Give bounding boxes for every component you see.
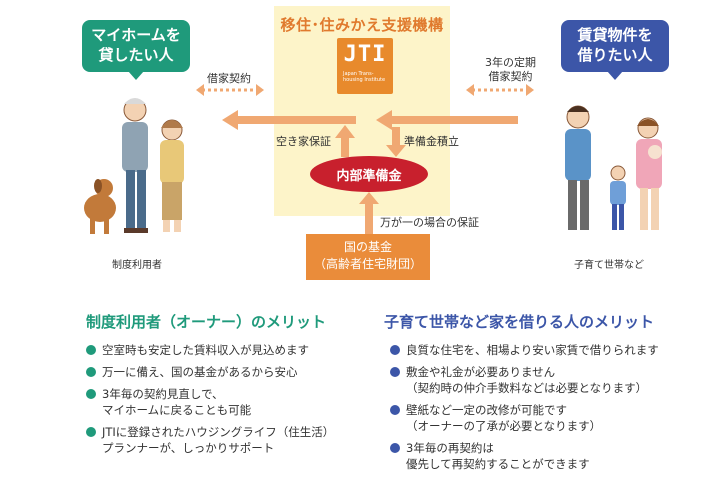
- jti-logo-text: JTI: [343, 42, 387, 67]
- payment-arrow-left: [222, 110, 356, 130]
- bullet-icon: [390, 345, 400, 355]
- merit-text: 空室時も安定した賃料収入が見込めます: [102, 343, 309, 357]
- couple-icon: [122, 98, 184, 233]
- owner-merits-title: 制度利用者（オーナー）のメリット: [86, 313, 327, 331]
- list-item: 万一に備え、国の基金があるから安心: [86, 364, 356, 380]
- national-fund-box: 国の基金 （高齢者住宅財団）: [306, 234, 430, 280]
- payment-arrow-right: [376, 110, 518, 130]
- merit-text: 壁紙など一定の改修が可能です （オーナーの了承が必要となります）: [406, 403, 602, 433]
- bullet-icon: [86, 389, 96, 399]
- owner-bubble-line2: 貸したい人: [98, 46, 174, 64]
- bullet-icon: [390, 443, 400, 453]
- merit-text: 3年毎の再契約は 優先して再契約することができます: [406, 441, 590, 471]
- renter-merits-list: 良質な住宅を、相場より安い家賃で借りられます 敷金や礼金が必要ありません （契約…: [390, 342, 710, 478]
- dog-icon: [84, 179, 116, 234]
- fixed-term-label-line2: 借家契約: [488, 70, 533, 83]
- fixed-term-lease-arrow: [466, 84, 534, 96]
- emergency-guarantee-label: 万が一の場合の保証: [380, 216, 479, 229]
- emergency-guarantee-arrow: [359, 192, 379, 234]
- bullet-icon: [390, 405, 400, 415]
- owner-merits-list: 空室時も安定した賃料収入が見込めます 万一に備え、国の基金があるから安心 3年毎…: [86, 342, 356, 462]
- lease-contract-arrow: [196, 84, 264, 96]
- list-item: JTIに登録されたハウジングライフ（住生活） プランナーが、しっかりサポート: [86, 424, 356, 456]
- list-item: 良質な住宅を、相場より安い家賃で借りられます: [390, 342, 710, 358]
- reserve-oval: [310, 156, 428, 192]
- list-item: 空室時も安定した賃料収入が見込めます: [86, 342, 356, 358]
- bullet-icon: [86, 367, 96, 377]
- renter-bubble: 賃貸物件を 借りたい人: [561, 20, 669, 72]
- renter-merits-title: 子育て世帯など家を借りる人のメリット: [384, 313, 655, 331]
- bullet-icon: [86, 345, 96, 355]
- reserve-accumulation-label: 準備金積立: [404, 135, 459, 148]
- fixed-term-label-line1: 3年の定期: [485, 56, 536, 69]
- list-item: 敷金や礼金が必要ありません （契約時の仲介手数料などは必要となります）: [390, 364, 710, 396]
- owner-bubble-tail: [128, 71, 144, 80]
- bullet-icon: [86, 427, 96, 437]
- vacancy-guarantee-arrow: [335, 125, 355, 157]
- owner-bubble: マイホームを 貸したい人: [82, 20, 190, 72]
- reserve-label: 内部準備金: [336, 169, 402, 184]
- reserve-accumulation-arrow: [386, 127, 406, 157]
- fund-line1: 国の基金: [343, 240, 392, 254]
- owner-bubble-line1: マイホームを: [91, 26, 181, 44]
- jti-logo: [337, 38, 393, 94]
- merit-text: 万一に備え、国の基金があるから安心: [102, 365, 298, 379]
- renter-bubble-line2: 借りたい人: [577, 46, 653, 64]
- renter-caption: 子育て世帯など: [574, 260, 644, 271]
- renter-bubble-tail: [607, 71, 623, 80]
- merit-text: 3年毎の契約見直しで、 マイホームに戻ることも可能: [102, 387, 252, 417]
- bullet-icon: [390, 367, 400, 377]
- lease-contract-label: 借家契約: [207, 72, 251, 85]
- list-item: 3年毎の契約見直しで、 マイホームに戻ることも可能: [86, 386, 356, 418]
- merit-text: JTIに登録されたハウジングライフ（住生活） プランナーが、しっかりサポート: [102, 425, 335, 455]
- merit-text: 良質な住宅を、相場より安い家賃で借りられます: [406, 343, 659, 357]
- vacancy-guarantee-label: 空き家保証: [276, 135, 331, 148]
- merit-text: 敷金や礼金が必要ありません （契約時の仲介手数料などは必要となります）: [406, 365, 648, 395]
- organization-title: 移住･住みかえ支援機構: [280, 16, 444, 34]
- fund-line2: （高齢者住宅財団）: [313, 257, 422, 271]
- renter-bubble-line1: 賃貸物件を: [577, 26, 653, 44]
- list-item: 壁紙など一定の改修が可能です （オーナーの了承が必要となります）: [390, 402, 710, 434]
- fixed-term-label: 3年の定期 借家契約: [485, 56, 536, 84]
- family-icon: [565, 105, 662, 230]
- list-item: 3年毎の再契約は 優先して再契約することができます: [390, 440, 710, 472]
- jti-logo-subtext: Japan Trans-housing Institute: [343, 71, 386, 83]
- owner-caption: 制度利用者: [112, 260, 162, 271]
